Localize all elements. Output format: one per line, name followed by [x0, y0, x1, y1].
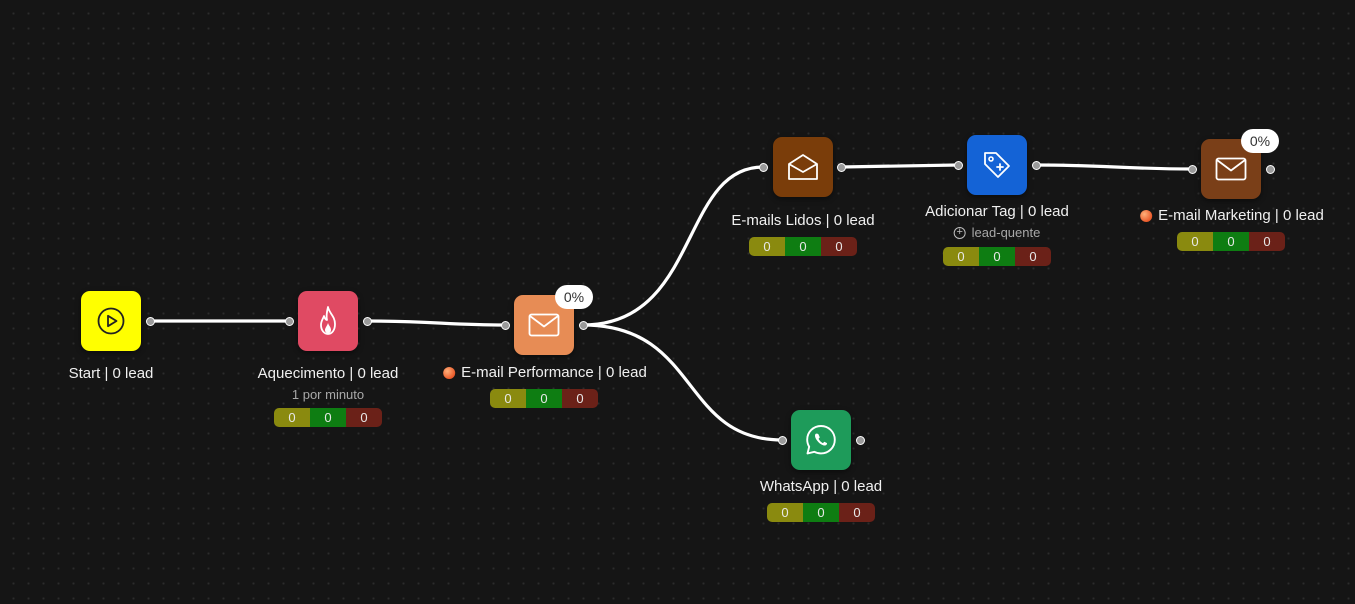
email-marketing-label: E-mail Marketing | 0 lead	[1140, 207, 1324, 224]
whatsapp-stats: 0 0 0	[767, 503, 875, 522]
edge-email-performance-emails-lidos[interactable]	[582, 165, 764, 327]
emails-lidos-label-text: E-mails Lidos | 0 lead	[731, 212, 875, 229]
stat-failed: 0	[839, 503, 875, 522]
email-marketing-stats: 0 0 0	[1177, 232, 1285, 251]
edge-aquecimento-email-performance[interactable]	[366, 319, 506, 327]
email-performance-open-rate-text: 0%	[563, 289, 585, 305]
aquecimento-label: Aquecimento | 0 lead	[258, 365, 399, 382]
whatsapp-icon	[804, 423, 838, 457]
start-output-handle[interactable]	[146, 317, 155, 326]
email-marketing-input-handle[interactable]	[1188, 165, 1197, 174]
stat-success: 0	[310, 408, 346, 427]
adicionar-tag-node[interactable]	[967, 135, 1027, 195]
adicionar-tag-stats: 0 0 0	[943, 247, 1051, 266]
edge-emails-lidos-adicionar-tag[interactable]	[840, 163, 959, 169]
tag-plus-icon	[981, 149, 1013, 181]
stat-failed: 0	[1015, 247, 1051, 266]
whatsapp-node[interactable]	[791, 410, 851, 470]
aquecimento-stats: 0 0 0	[274, 408, 382, 427]
aquecimento-output-handle[interactable]	[363, 317, 372, 326]
email-performance-stats: 0 0 0	[490, 389, 598, 408]
aquecimento-input-handle[interactable]	[285, 317, 294, 326]
email-marketing-open-rate: 0%	[1241, 129, 1279, 153]
envelope-icon	[1215, 157, 1247, 181]
emails-lidos-stats: 0 0 0	[749, 237, 857, 256]
emails-lidos-node[interactable]	[773, 137, 833, 197]
stat-success: 0	[1213, 232, 1249, 251]
email-marketing-output-handle[interactable]	[1266, 165, 1275, 174]
email-performance-input-handle[interactable]	[501, 321, 510, 330]
start-label-text: Start | 0 lead	[68, 365, 154, 382]
whatsapp-label-text: WhatsApp | 0 lead	[759, 478, 883, 495]
play-circle-icon	[96, 306, 126, 336]
adicionar-tag-label: Adicionar Tag | 0 lead	[925, 203, 1069, 220]
email-performance-output-handle[interactable]	[579, 321, 588, 330]
adicionar-tag-tag-name: + lead-quente	[953, 225, 1041, 240]
emails-lidos-input-handle[interactable]	[759, 163, 768, 172]
stat-success: 0	[785, 237, 821, 256]
adicionar-tag-input-handle[interactable]	[954, 161, 963, 170]
aquecimento-rate-text: 1 por minuto	[291, 387, 365, 402]
aquecimento-label-text: Aquecimento | 0 lead	[257, 365, 399, 382]
envelope-icon	[528, 313, 560, 337]
stat-success: 0	[979, 247, 1015, 266]
stat-success: 0	[526, 389, 562, 408]
stat-pending: 0	[490, 389, 526, 408]
stat-pending: 0	[749, 237, 785, 256]
stat-failed: 0	[346, 408, 382, 427]
stat-pending: 0	[767, 503, 803, 522]
stat-pending: 0	[274, 408, 310, 427]
adicionar-tag-output-handle[interactable]	[1032, 161, 1041, 170]
stat-failed: 0	[1249, 232, 1285, 251]
whatsapp-input-handle[interactable]	[778, 436, 787, 445]
status-dot-icon	[1140, 209, 1153, 222]
plus-circle-icon: +	[953, 226, 966, 239]
envelope-open-icon	[787, 153, 819, 181]
stat-failed: 0	[562, 389, 598, 408]
status-dot-icon	[443, 366, 456, 379]
whatsapp-label: WhatsApp | 0 lead	[760, 478, 882, 495]
fire-icon	[313, 305, 343, 337]
start-label: Start | 0 lead	[69, 365, 154, 382]
aquecimento-rate: 1 por minuto	[292, 387, 364, 402]
email-marketing-open-rate-text: 0%	[1249, 133, 1271, 149]
email-performance-label: E-mail Performance | 0 lead	[443, 364, 647, 381]
adicionar-tag-label-text: Adicionar Tag | 0 lead	[925, 203, 1069, 220]
stat-pending: 0	[1177, 232, 1213, 251]
edge-email-performance-whatsapp[interactable]	[582, 323, 783, 442]
whatsapp-output-handle[interactable]	[856, 436, 865, 445]
email-performance-open-rate: 0%	[555, 285, 593, 309]
emails-lidos-label: E-mails Lidos | 0 lead	[731, 212, 874, 229]
tag-name-text: lead-quente	[971, 225, 1041, 240]
email-performance-label-text: E-mail Performance | 0 lead	[461, 364, 647, 381]
edge-adicionar-tag-email-marketing[interactable]	[1035, 163, 1193, 171]
start-node[interactable]	[81, 291, 141, 351]
stat-pending: 0	[943, 247, 979, 266]
aquecimento-node[interactable]	[298, 291, 358, 351]
emails-lidos-output-handle[interactable]	[837, 163, 846, 172]
stat-failed: 0	[821, 237, 857, 256]
stat-success: 0	[803, 503, 839, 522]
email-marketing-label-text: E-mail Marketing | 0 lead	[1158, 207, 1324, 224]
